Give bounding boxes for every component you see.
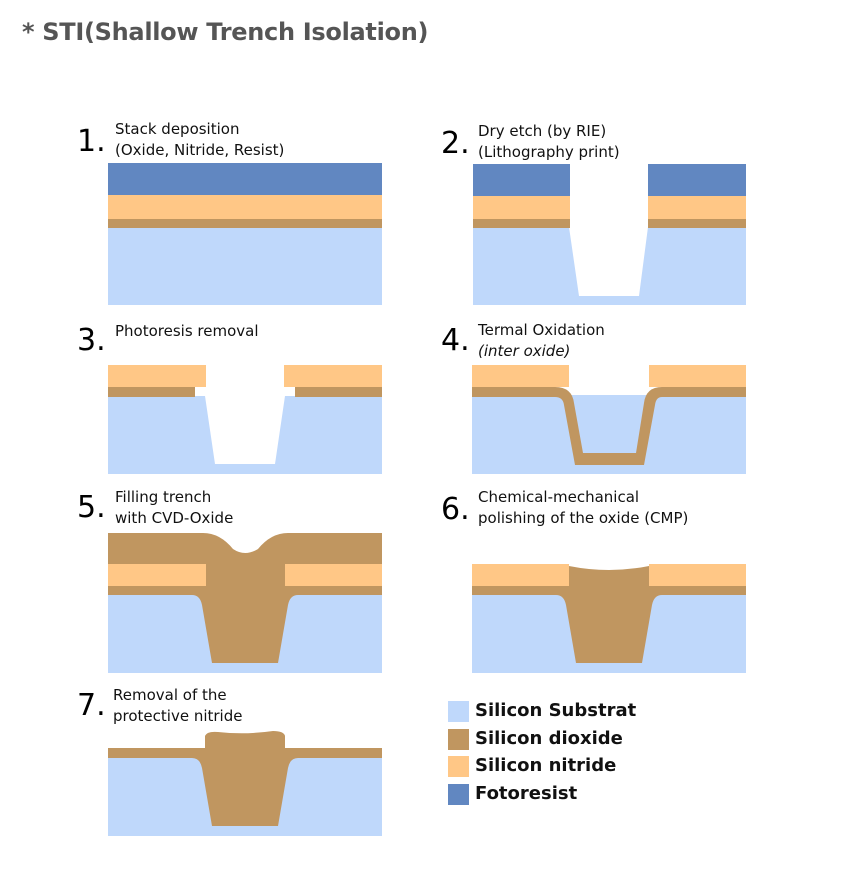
step-caption: Dry etch (by RIE) (Lithography print)	[478, 121, 620, 163]
step-number: 6.	[441, 492, 470, 527]
legend-label: Silicon nitride	[475, 755, 617, 776]
step-caption: Removal of the protective nitride	[113, 685, 242, 727]
legend-label: Silicon Substrat	[475, 700, 637, 721]
oxide-layer	[108, 219, 382, 228]
step-5-figure	[108, 533, 382, 673]
step-caption: Filling trench with CVD-Oxide	[115, 487, 233, 529]
nitride-layer-right	[649, 365, 746, 387]
page-title: * STI(Shallow Trench Isolation)	[22, 18, 429, 46]
step-caption-line-1: Removal of the	[113, 686, 227, 704]
oxide-layer-left	[473, 219, 570, 228]
photoresist-layer	[108, 163, 382, 195]
photoresist-layer-left	[473, 164, 570, 196]
step-caption: Chemical-mechanical polishing of the oxi…	[478, 487, 688, 529]
nitride-layer-right	[285, 564, 382, 586]
step-number: 4.	[441, 323, 470, 358]
legend-swatch	[448, 728, 469, 750]
step-caption: Photoresis removal	[115, 321, 259, 342]
sti-oxide-plug	[108, 731, 382, 826]
thermal-oxide-liner	[472, 387, 746, 465]
silicon-substrate	[108, 396, 382, 474]
step-2-figure	[473, 164, 746, 305]
step-number: 1.	[77, 124, 106, 159]
legend-swatch	[448, 701, 469, 722]
step-caption-line-2: (Lithography print)	[478, 143, 620, 161]
step-caption: Stack deposition (Oxide, Nitride, Resist…	[115, 119, 284, 161]
step-caption-line-1: Stack deposition	[115, 120, 240, 138]
step-caption: Termal Oxidation (inter oxide)	[478, 320, 605, 362]
step-caption-line-2: with CVD-Oxide	[115, 509, 234, 527]
nitride-layer	[108, 195, 382, 219]
nitride-layer-left	[472, 564, 569, 586]
oxide-layer-right	[295, 387, 382, 397]
step-6-figure	[472, 564, 746, 673]
step-1-figure	[108, 163, 382, 305]
step-caption-line-1: Chemical-mechanical	[478, 488, 640, 506]
polished-oxide-fill	[472, 566, 746, 663]
step-caption-line-2: (Oxide, Nitride, Resist)	[115, 141, 285, 159]
legend-label: Fotoresist	[475, 782, 578, 804]
step-number: 2.	[441, 126, 470, 161]
step-number: 5.	[77, 490, 106, 525]
step-caption-line-1: Dry etch (by RIE)	[478, 122, 607, 140]
legend-swatch	[448, 783, 469, 805]
nitride-layer-left	[108, 365, 206, 387]
nitride-layer-left	[472, 365, 569, 387]
oxide-layer-right	[648, 219, 746, 228]
step-caption-line-2: protective nitride	[113, 707, 243, 725]
step-caption-line-1: Filling trench	[115, 488, 212, 506]
step-7-figure	[108, 731, 382, 836]
nitride-layer-right	[284, 365, 382, 387]
legend-label: Silicon dioxide	[475, 727, 623, 749]
step-number: 3.	[77, 323, 106, 358]
step-caption-line-2: (inter oxide)	[478, 342, 571, 360]
step-3-figure	[108, 365, 382, 474]
step-caption-line-1: Termal Oxidation	[478, 321, 605, 339]
oxide-layer-left	[108, 387, 195, 397]
nitride-layer-right	[649, 564, 746, 586]
step-4-figure	[472, 365, 746, 474]
step-number: 7.	[77, 688, 106, 723]
legend-swatch	[448, 756, 469, 777]
nitride-layer-right	[648, 196, 746, 219]
step-caption-line-1: Photoresis removal	[115, 322, 259, 340]
silicon-substrate	[108, 227, 382, 305]
nitride-layer-left	[108, 564, 206, 586]
photoresist-layer-right	[648, 164, 746, 196]
silicon-substrate	[473, 227, 746, 305]
step-caption-line-2: polishing of the oxide (CMP)	[478, 509, 689, 527]
nitride-layer-left	[473, 196, 570, 219]
